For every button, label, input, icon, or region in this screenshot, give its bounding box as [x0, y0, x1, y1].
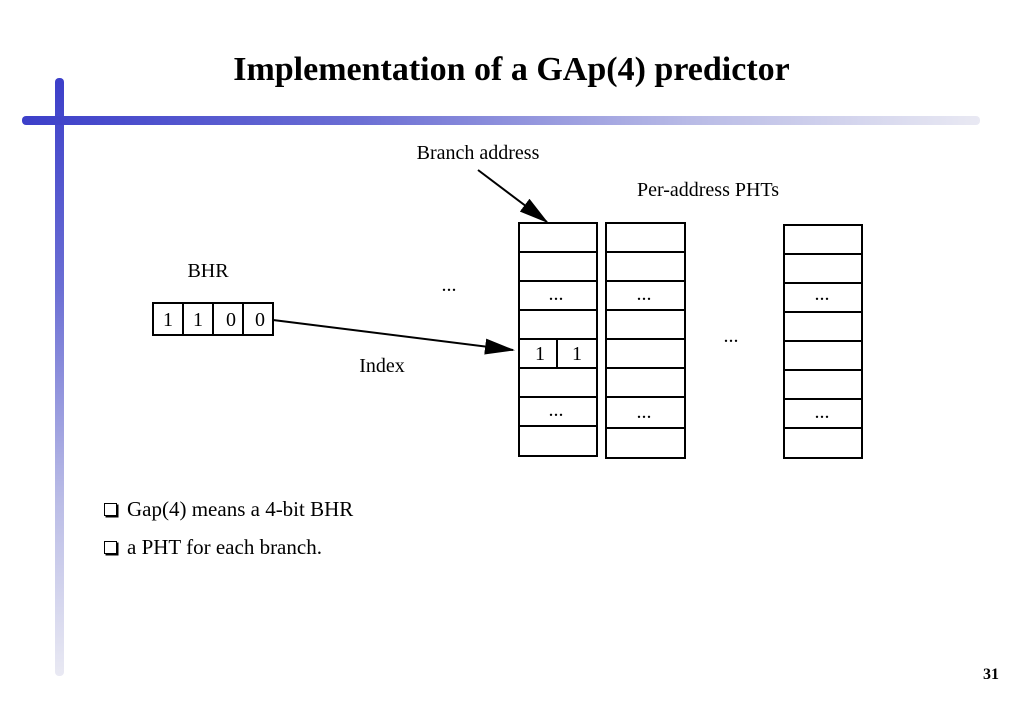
branch-address-label: Branch address: [417, 142, 540, 164]
bhr-bit: 1: [163, 309, 173, 331]
checkbox-bullet-icon: [104, 502, 117, 516]
page-number: 31: [983, 666, 999, 683]
pht-table-2: [605, 222, 686, 459]
ellipsis: ...: [724, 325, 739, 347]
bullet-text: Gap(4) means a 4-bit BHR: [127, 497, 354, 521]
checkbox-bullet-icon: [104, 540, 117, 554]
bhr-bit: 1: [193, 309, 203, 331]
bhr-bit: 0: [226, 309, 236, 331]
accent-bar-horizontal: [22, 116, 980, 125]
bullet-item: Gap(4) means a 4-bit BHR: [104, 490, 353, 528]
pht-entry-bit: 1: [535, 343, 545, 365]
per-address-phts-label: Per-address PHTs: [637, 179, 779, 201]
bullet-text: a PHT for each branch.: [127, 535, 322, 559]
branch-address-arrow: [477, 169, 549, 224]
ellipsis: ...: [637, 401, 652, 423]
index-label: Index: [359, 355, 405, 377]
pht-table-1: [518, 222, 598, 457]
ellipsis: ...: [549, 283, 564, 305]
pht-table-n: [783, 224, 863, 459]
bullet-item: a PHT for each branch.: [104, 528, 353, 566]
ellipsis: ...: [815, 283, 830, 305]
ellipsis: ...: [637, 283, 652, 305]
ellipsis: ...: [549, 399, 564, 421]
bhr-bit: 0: [255, 309, 265, 331]
bhr-register: [152, 302, 274, 336]
accent-bar-vertical: [55, 78, 64, 676]
ellipsis: ...: [815, 401, 830, 423]
bullet-list: Gap(4) means a 4-bit BHR a PHT for each …: [104, 490, 353, 566]
slide-title: Implementation of a GAp(4) predictor: [233, 51, 790, 88]
bhr-label: BHR: [187, 260, 229, 282]
ellipsis: ...: [442, 274, 457, 296]
pht-entry-bit: 1: [572, 343, 582, 365]
index-arrow: [272, 319, 515, 355]
